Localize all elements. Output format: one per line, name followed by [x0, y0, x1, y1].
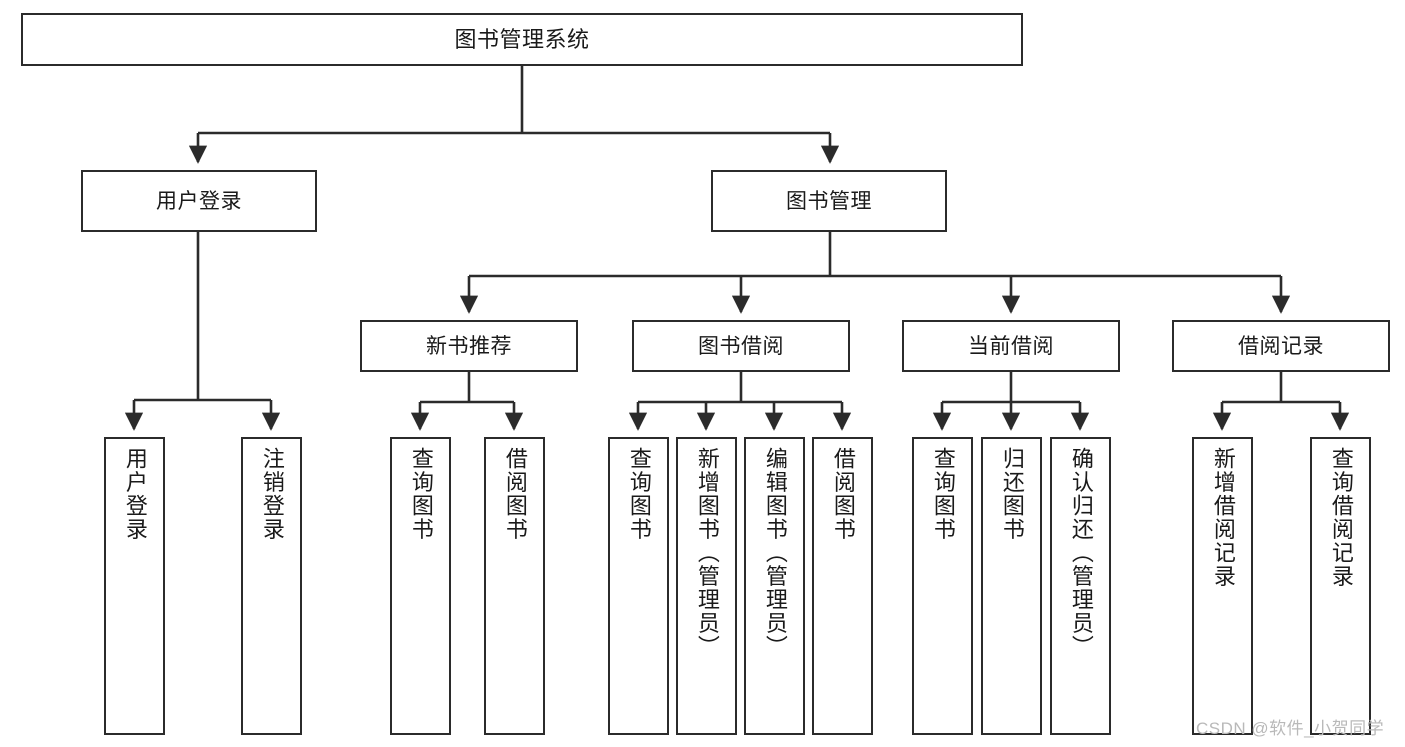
node-label: 查询图书	[408, 447, 434, 541]
node-user-login[interactable]: 用户登录	[81, 170, 317, 232]
node-book-management-system[interactable]: 图书管理系统	[21, 13, 1023, 66]
node-label: 借阅图书	[830, 447, 856, 541]
leaf-return-book[interactable]: 归还图书	[981, 437, 1042, 735]
watermark-text: CSDN @软件_小贺同学	[1196, 719, 1385, 738]
node-label: 新书推荐	[426, 334, 512, 358]
leaf-logout[interactable]: 注销登录	[241, 437, 302, 735]
node-label: 确认归还（管理员）	[1068, 447, 1094, 659]
node-book-borrow[interactable]: 图书借阅	[632, 320, 850, 372]
node-label: 借阅记录	[1238, 334, 1324, 358]
node-label: 图书借阅	[698, 334, 784, 358]
leaf-user-login[interactable]: 用户登录	[104, 437, 165, 735]
leaf-add-borrow-record[interactable]: 新增借阅记录	[1192, 437, 1253, 735]
node-label: 新增借阅记录	[1210, 447, 1236, 588]
node-book-management[interactable]: 图书管理	[711, 170, 947, 232]
leaf-query-book-borrow[interactable]: 查询图书	[608, 437, 669, 735]
node-label: 查询图书	[626, 447, 652, 541]
node-label: 注销登录	[259, 447, 285, 541]
node-label: 用户登录	[122, 447, 148, 541]
leaf-add-book-admin[interactable]: 新增图书（管理员）	[676, 437, 737, 735]
node-label: 图书管理系统	[454, 26, 590, 52]
node-current-borrow[interactable]: 当前借阅	[902, 320, 1120, 372]
leaf-query-borrow-record[interactable]: 查询借阅记录	[1310, 437, 1371, 735]
leaf-query-book-current[interactable]: 查询图书	[912, 437, 973, 735]
node-label: 当前借阅	[968, 334, 1054, 358]
leaf-borrow-book[interactable]: 借阅图书	[812, 437, 873, 735]
leaf-borrow-book-recommend[interactable]: 借阅图书	[484, 437, 545, 735]
node-label: 归还图书	[999, 447, 1025, 541]
leaf-edit-book-admin[interactable]: 编辑图书（管理员）	[744, 437, 805, 735]
leaf-confirm-return-admin[interactable]: 确认归还（管理员）	[1050, 437, 1111, 735]
node-label: 图书管理	[786, 189, 872, 213]
node-borrow-record[interactable]: 借阅记录	[1172, 320, 1390, 372]
node-label: 新增图书（管理员）	[694, 447, 720, 659]
leaf-query-book-recommend[interactable]: 查询图书	[390, 437, 451, 735]
node-label: 查询图书	[930, 447, 956, 541]
node-label: 用户登录	[156, 189, 242, 213]
node-label: 查询借阅记录	[1328, 447, 1354, 588]
node-new-book-recommend[interactable]: 新书推荐	[360, 320, 578, 372]
node-label: 借阅图书	[502, 447, 528, 541]
node-label: 编辑图书（管理员）	[762, 447, 788, 659]
